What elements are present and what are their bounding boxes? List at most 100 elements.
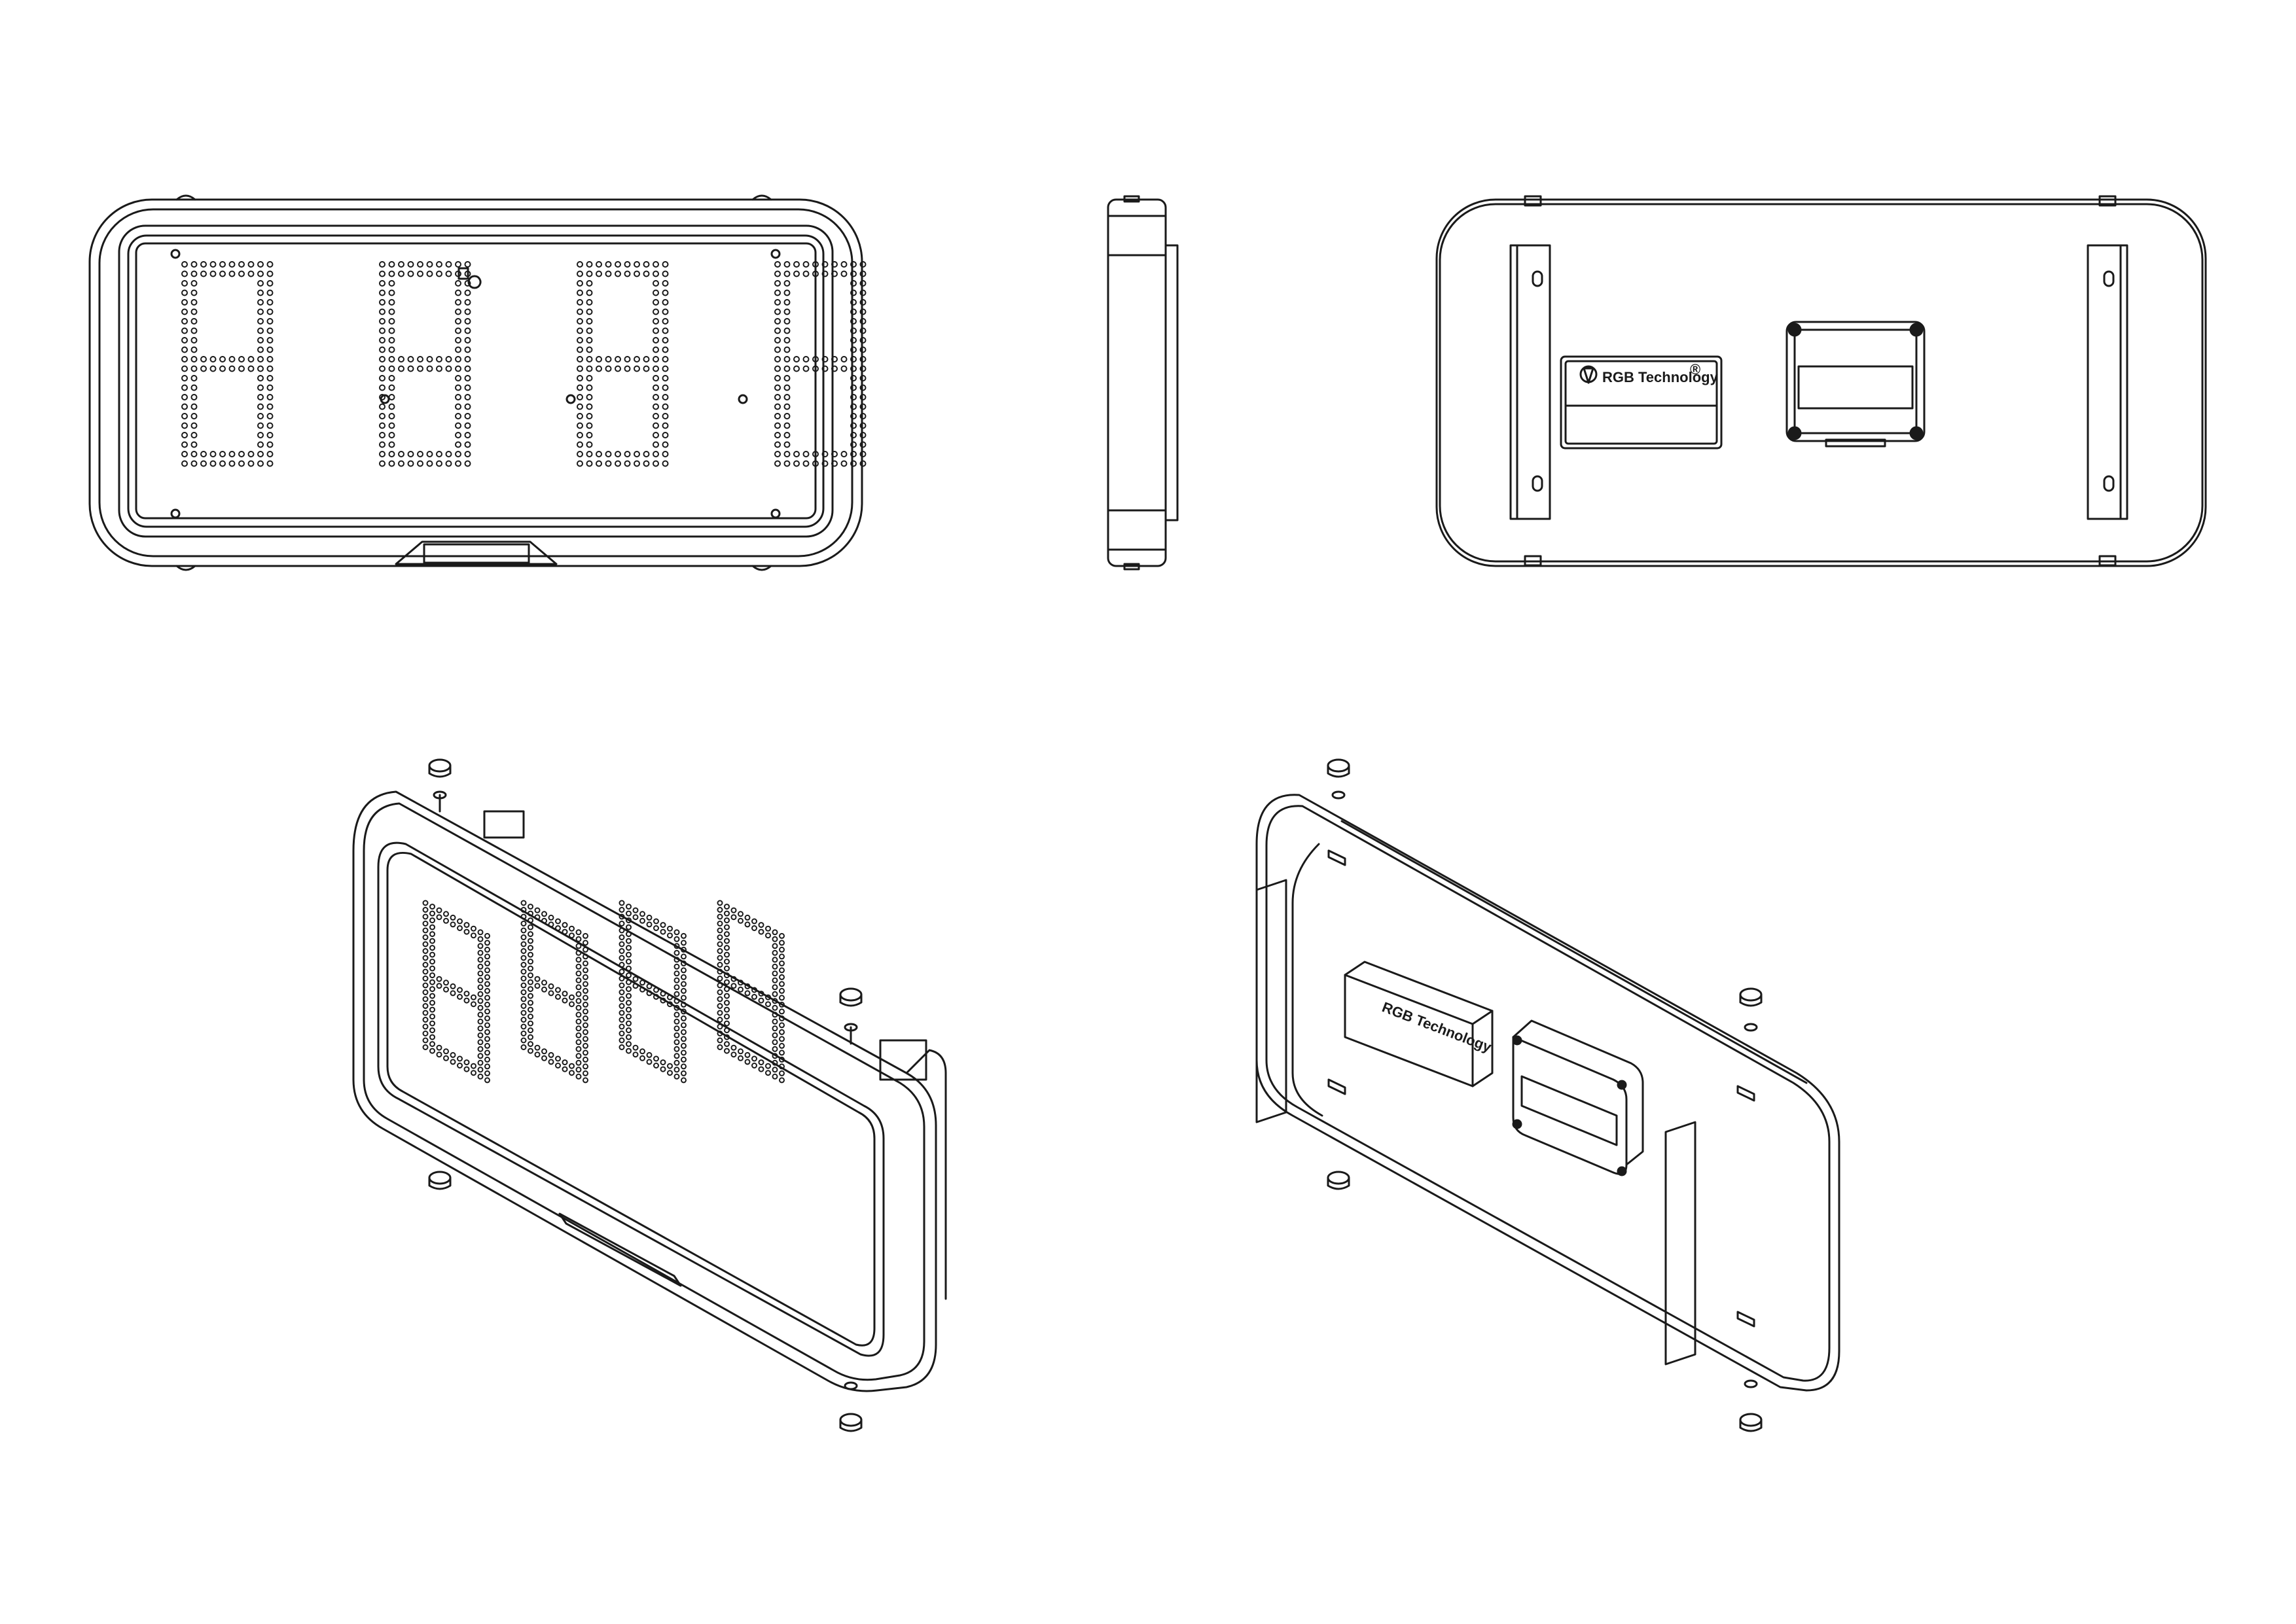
led-dot — [802, 451, 810, 457]
led-dot — [464, 403, 471, 410]
led-dot — [445, 261, 452, 268]
led-dot — [626, 959, 632, 965]
led-dot — [724, 1041, 730, 1048]
led-dot — [758, 997, 764, 1004]
led-dot — [422, 913, 429, 920]
led-dot — [774, 327, 781, 334]
led-dot — [484, 953, 490, 960]
led-dot — [455, 451, 461, 457]
led-dot — [379, 289, 386, 296]
led-dot — [653, 403, 659, 410]
led-dot — [575, 1053, 582, 1059]
led-dot — [583, 932, 588, 939]
led-dot — [586, 460, 593, 467]
led-dot — [724, 959, 730, 965]
led-dot — [619, 962, 625, 968]
led-dot — [774, 460, 781, 467]
led-dot — [774, 308, 781, 315]
led-dot — [477, 949, 484, 956]
led-dot — [455, 394, 461, 400]
led-dot — [615, 451, 621, 457]
led-dot — [520, 989, 527, 995]
iso-front-bezel — [377, 841, 885, 1357]
led-dot — [575, 1067, 582, 1073]
led-dot — [181, 337, 188, 344]
led-dot — [783, 375, 791, 381]
led-dot — [455, 413, 461, 419]
led-dot — [673, 957, 680, 963]
led-dot — [528, 993, 533, 999]
led-dot — [626, 924, 632, 930]
led-dot — [422, 948, 429, 954]
led-dot — [266, 299, 274, 306]
led-dot — [436, 983, 442, 989]
led-dot — [247, 270, 255, 277]
cap — [428, 1176, 452, 1190]
led-dot — [744, 983, 751, 989]
led-dot — [528, 1034, 533, 1040]
led-dot — [575, 977, 582, 983]
led-dot — [744, 921, 751, 928]
iso-front-handle — [558, 1212, 682, 1287]
led-dot — [266, 441, 274, 448]
led-dot — [520, 1017, 527, 1023]
led-dot — [717, 921, 723, 927]
led-dot — [751, 925, 757, 931]
led-dot — [779, 987, 785, 994]
led-dot — [681, 1029, 687, 1035]
led-dot — [477, 1004, 484, 1011]
led-dot — [779, 981, 785, 987]
led-dot — [477, 984, 484, 991]
led-dot — [577, 270, 583, 277]
led-dot — [724, 979, 730, 985]
led-dot — [429, 1034, 435, 1040]
led-dot — [724, 951, 730, 958]
led-dot — [534, 1051, 541, 1058]
led-dot — [426, 270, 433, 277]
led-dot — [724, 924, 730, 930]
led-dot — [850, 270, 857, 277]
led-dot — [859, 261, 867, 268]
iso-front-bracket-top — [483, 810, 525, 839]
led-dot — [450, 1059, 456, 1065]
led-dot — [455, 356, 461, 362]
led-dot — [477, 1032, 484, 1038]
cap — [1739, 1413, 1763, 1427]
led-dot — [429, 965, 435, 972]
led-dot — [422, 989, 429, 995]
led-dot — [555, 918, 561, 925]
led-dot — [484, 932, 490, 939]
led-dot — [417, 270, 423, 277]
led-dot — [457, 1063, 463, 1068]
led-dot — [181, 261, 188, 268]
led-dot — [586, 261, 593, 268]
led-dot — [821, 460, 829, 467]
led-dot — [484, 981, 490, 987]
led-dot — [793, 460, 800, 467]
led-dot — [429, 1027, 435, 1034]
led-dot — [422, 900, 429, 906]
led-dot — [615, 365, 621, 372]
led-dot — [181, 394, 188, 400]
front-screw — [565, 394, 576, 404]
led-dot — [653, 356, 659, 362]
led-dot — [783, 280, 791, 287]
led-dot — [477, 1053, 484, 1059]
led-dot — [758, 991, 764, 997]
led-dot — [626, 1041, 632, 1048]
led-dot — [520, 948, 527, 954]
led-dot — [528, 1027, 533, 1034]
led-dot — [388, 356, 395, 362]
led-dot — [772, 1046, 778, 1052]
led-dot — [859, 403, 867, 410]
led-dot — [634, 356, 640, 362]
led-dot — [653, 384, 659, 391]
led-dot — [812, 270, 819, 277]
front-led-panel — [135, 242, 817, 520]
led-dot — [643, 365, 650, 372]
led-dot — [463, 997, 470, 1004]
led-dot — [730, 914, 737, 921]
led-dot — [520, 934, 527, 940]
led-dot — [471, 994, 476, 1000]
led-dot — [484, 1056, 490, 1063]
